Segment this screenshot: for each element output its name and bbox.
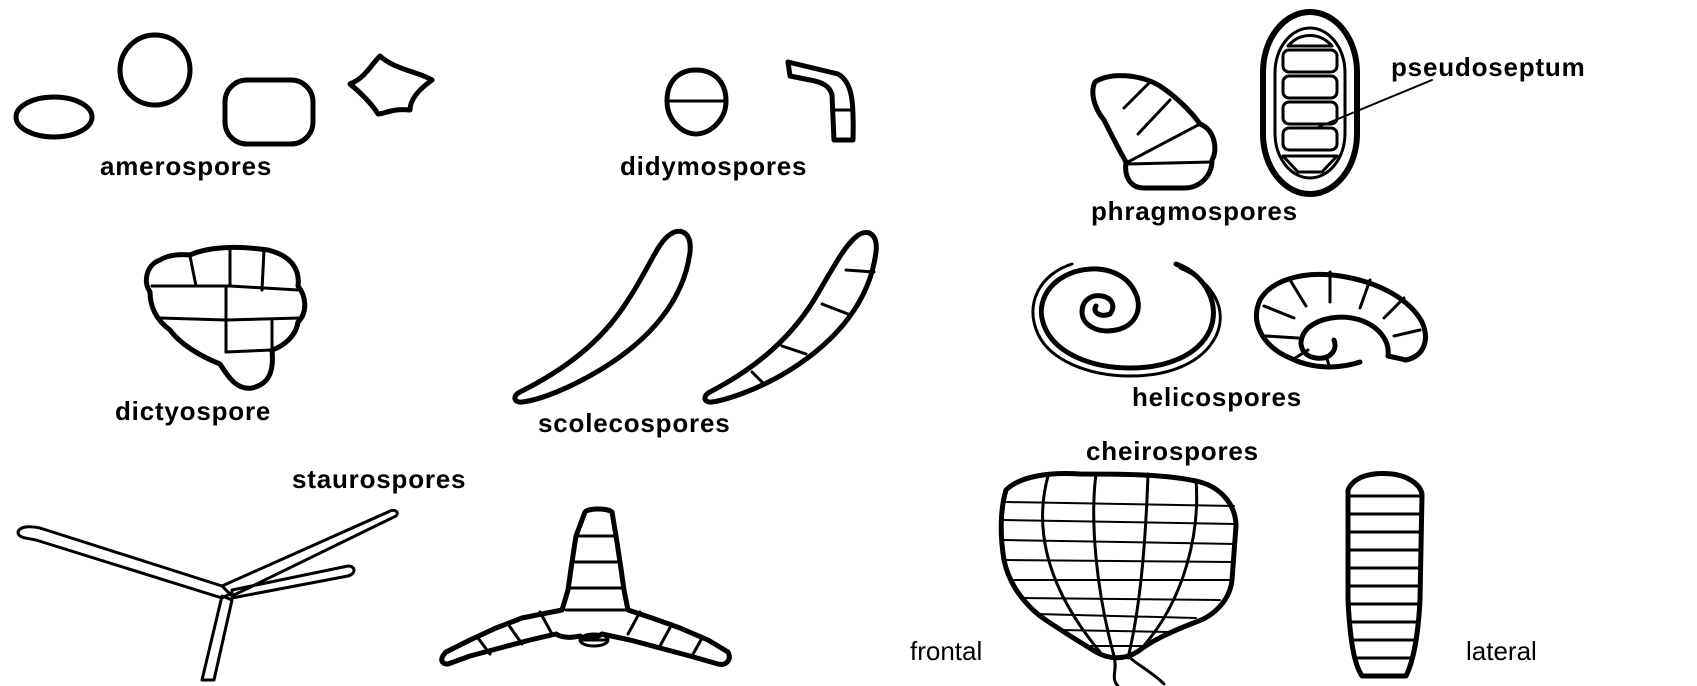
label-lateral: lateral — [1466, 636, 1537, 666]
staurospore-arm-right-lower — [232, 566, 354, 598]
label-scolecospores: scolecospores — [538, 408, 731, 438]
didymospores-group: didymospores — [620, 62, 853, 181]
staurospore-septum-9 — [508, 624, 522, 644]
scolecospores-group: scolecospores — [515, 231, 876, 438]
helicospore-septum-8 — [1384, 298, 1404, 318]
phragmospore-septum-3 — [1128, 124, 1200, 162]
staurospore-arm-down — [202, 596, 232, 680]
scolecospore-septum-2 — [822, 304, 848, 314]
staurospore-septum-7 — [692, 638, 702, 656]
phragmospore-septum-1 — [1124, 82, 1150, 108]
amerospore-round — [120, 35, 190, 105]
scolecospore-septum-3 — [782, 346, 806, 354]
cheirospore-lateral-body — [1348, 474, 1422, 676]
label-cheirospores: cheirospores — [1086, 436, 1259, 466]
amerospore-angular — [350, 56, 432, 114]
cheirospore-frontal-stalk-1 — [1114, 658, 1118, 686]
scolecospore-septate — [705, 233, 876, 403]
helicospore-septate-coil — [1301, 276, 1425, 360]
staurospore-arm-left — [18, 527, 230, 598]
helicospore-septum-9 — [1394, 330, 1420, 336]
dictyospore-wall-5 — [226, 350, 272, 352]
helicospore-septum-1 — [1290, 280, 1306, 306]
cheirospores-group: cheirospores frontal lateral — [910, 436, 1537, 686]
didymospore-hooked — [788, 62, 853, 140]
dictyospore-wall-8 — [190, 256, 196, 286]
cheirospore-frontal-row-4 — [1004, 560, 1234, 562]
phragmospore-curved — [1093, 76, 1215, 188]
phragmospore-cell-2 — [1283, 76, 1337, 98]
cheirospore-frontal-row-2 — [1004, 520, 1236, 524]
cheirospore-frontal-row-6 — [1020, 598, 1220, 600]
label-helicospores: helicospores — [1132, 382, 1302, 412]
cheirospore-frontal-row-7 — [1036, 614, 1196, 618]
label-pseudoseptum: pseudoseptum — [1391, 52, 1586, 82]
amerospore-oval — [16, 97, 92, 137]
helicospore-septum-2 — [1264, 306, 1294, 318]
helicospores-group: helicospores — [1033, 264, 1426, 412]
label-amerospores: amerospores — [100, 151, 272, 181]
helicospore-septum-3 — [1266, 336, 1298, 338]
scolecospore-septum-1 — [846, 270, 874, 272]
cheirospore-frontal-row-1 — [1006, 502, 1234, 506]
phragmospore-septum-4 — [1128, 162, 1212, 164]
phragmospore-cell-4 — [1283, 128, 1337, 150]
dictyospore-wall-2 — [230, 286, 298, 290]
phragmospore-cell-3 — [1283, 102, 1337, 124]
label-frontal: frontal — [910, 636, 982, 666]
cheirospore-frontal-stalk-2 — [1128, 656, 1164, 684]
staurospore-septum-6 — [660, 624, 672, 646]
dictyospore-wall-9 — [262, 250, 264, 290]
helicospore-coil — [1041, 264, 1213, 368]
scolecospore-septum-4 — [752, 372, 764, 384]
cheirospore-frontal-row-3 — [1004, 540, 1236, 544]
cheirospore-frontal-col-2 — [1094, 474, 1114, 656]
amerospore-square — [225, 80, 313, 144]
amerospores-group: amerospores — [16, 35, 432, 181]
dictyospore-wall-3 — [160, 318, 226, 320]
label-didymospores: didymospores — [620, 151, 807, 181]
scolecospore-aseptate — [515, 231, 690, 402]
dictyospore-group: dictyospore — [115, 247, 305, 426]
phragmospore-septum-2 — [1138, 100, 1170, 134]
label-phragmospores: phragmospores — [1091, 196, 1298, 226]
phragmospore-cell-1 — [1283, 50, 1337, 72]
phragmospores-group: pseudoseptum phragmospores — [1091, 12, 1586, 226]
phragmospore-cell-top — [1288, 36, 1332, 47]
label-staurospores: staurospores — [292, 464, 466, 494]
label-dictyospore: dictyospore — [115, 396, 271, 426]
staurospore-septum-5 — [628, 612, 640, 634]
staurospores-group: staurospores — [18, 464, 729, 680]
dictyospore-wall-4 — [226, 318, 300, 320]
